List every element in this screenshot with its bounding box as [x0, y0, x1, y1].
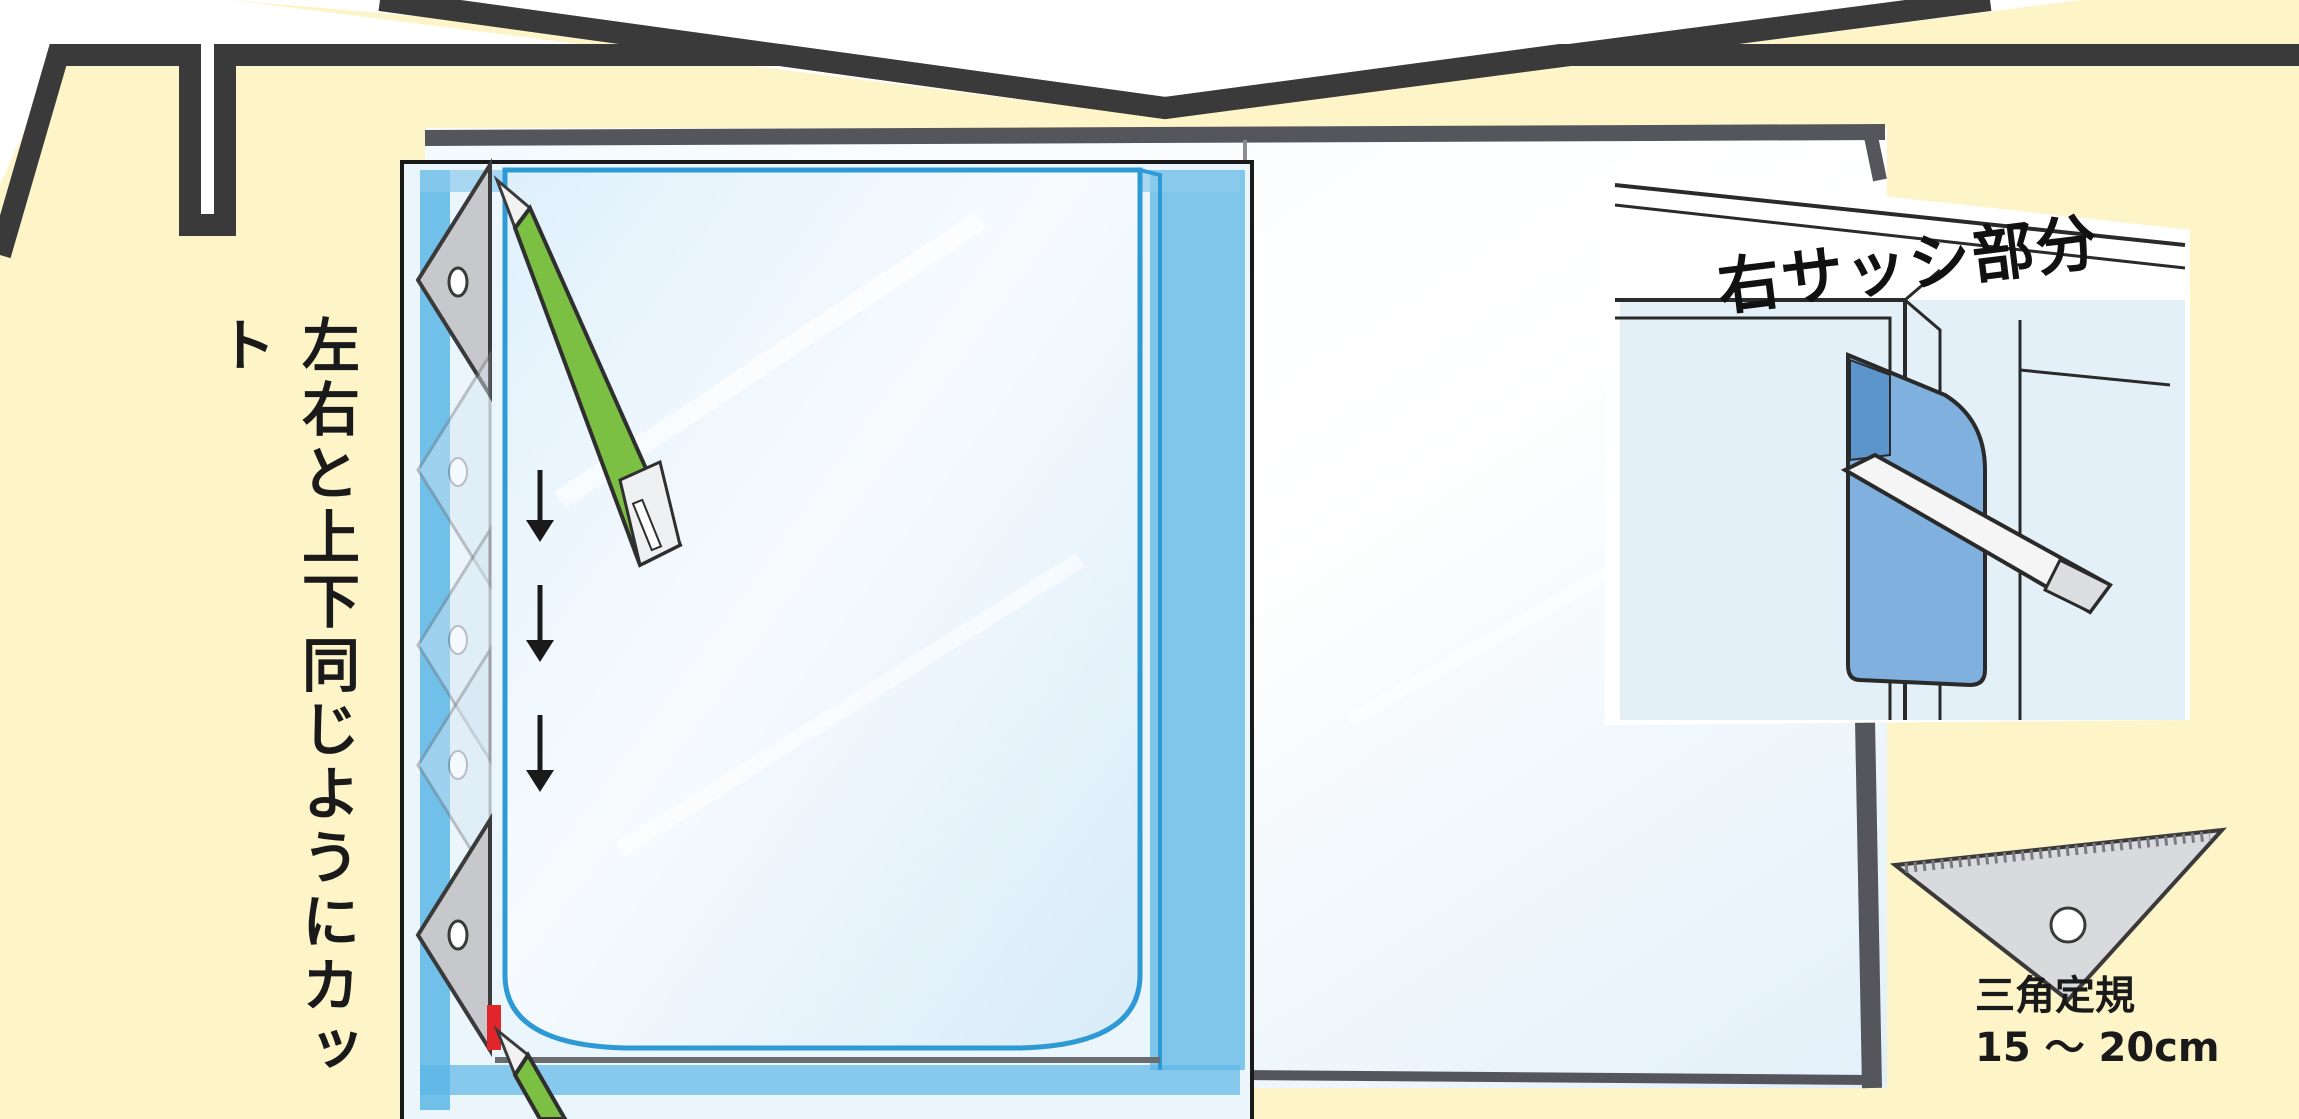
instruction-text: 左右と上下同じようにカット [200, 315, 368, 1119]
ruler-size: 15 ～ 20cm [1975, 1022, 2220, 1074]
ruler-label: 三角定規 15 ～ 20cm [1975, 970, 2220, 1074]
ruler-name: 三角定規 [1975, 970, 2220, 1022]
film-sheet [505, 170, 1140, 1048]
